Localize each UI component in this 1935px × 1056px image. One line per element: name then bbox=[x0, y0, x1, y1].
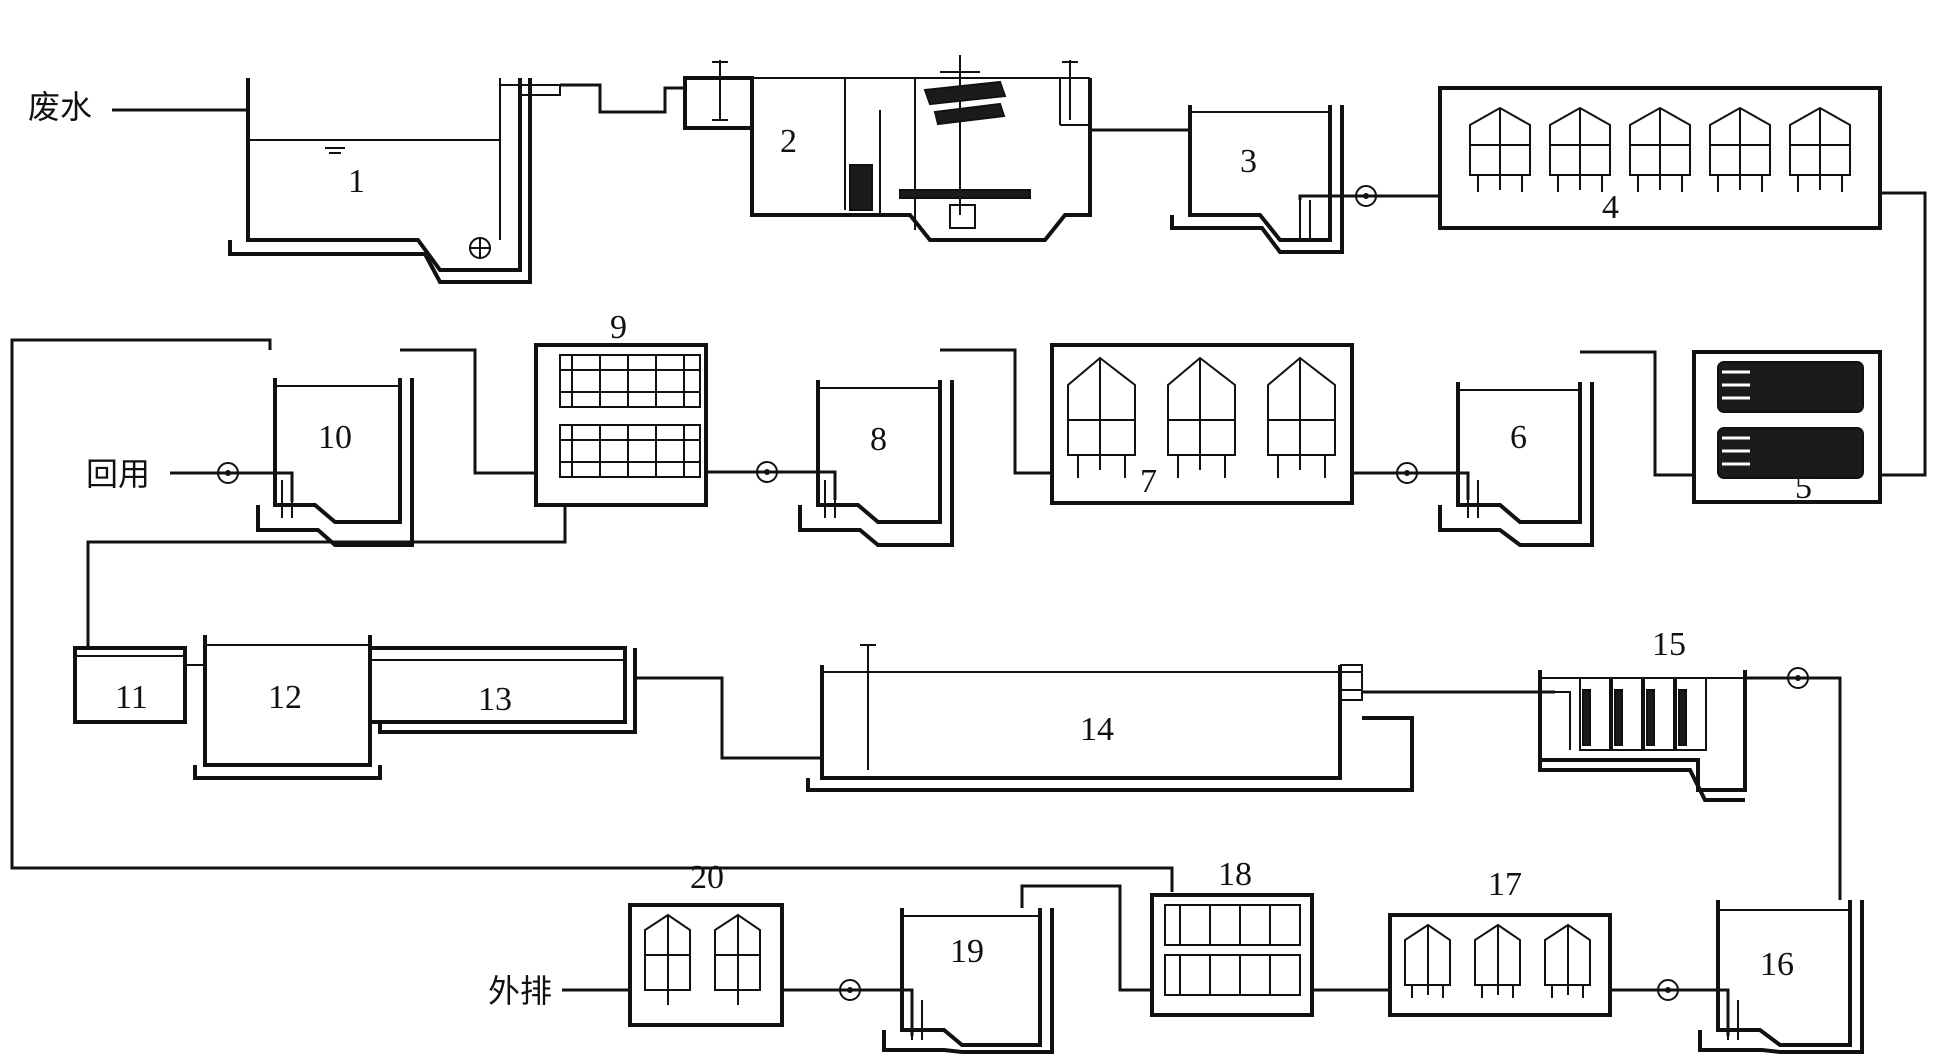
pipe-6-7 bbox=[1352, 471, 1470, 500]
unit-2-clarifier bbox=[683, 55, 1092, 242]
unit-label: 2 bbox=[780, 123, 797, 160]
unit-20-filters bbox=[628, 903, 784, 1027]
pipe-4-5 bbox=[1880, 191, 1927, 477]
pump-icon bbox=[1787, 667, 1809, 689]
units-11-12-13 bbox=[73, 635, 637, 780]
unit-label: 13 bbox=[478, 681, 512, 718]
unit-16-tank bbox=[1698, 900, 1864, 1054]
unit-5-membrane bbox=[1692, 350, 1882, 504]
unit-18-ro bbox=[1150, 893, 1314, 1017]
pump-icon bbox=[839, 979, 861, 1001]
pipe-9-11 bbox=[86, 505, 567, 648]
pump-icon bbox=[756, 461, 778, 483]
pipe-3-4 bbox=[1298, 194, 1440, 200]
unit-label: 11 bbox=[115, 679, 148, 716]
unit-label: 19 bbox=[950, 933, 984, 970]
pipe-16-17 bbox=[1610, 988, 1730, 1036]
pipe-5-6 bbox=[1580, 350, 1694, 477]
pump-icon bbox=[1657, 979, 1679, 1001]
unit-label: 4 bbox=[1602, 189, 1619, 226]
pipe-18-19 bbox=[1020, 884, 1152, 992]
label-inlet: 废水 bbox=[28, 88, 92, 126]
unit-19-tank bbox=[882, 908, 1054, 1054]
unit-label: 3 bbox=[1240, 143, 1257, 180]
unit-1-tank bbox=[228, 78, 561, 284]
unit-14-tank bbox=[806, 644, 1414, 792]
pipe-return-loop bbox=[10, 338, 1174, 892]
unit-15-bioreactor bbox=[1538, 670, 1747, 802]
unit-label: 18 bbox=[1218, 856, 1252, 893]
unit-label: 10 bbox=[318, 419, 352, 456]
unit-7-filters bbox=[1050, 343, 1354, 505]
pipe-1-2 bbox=[560, 83, 685, 114]
label-reuse: 回用 bbox=[86, 455, 150, 493]
pump-icon bbox=[1355, 185, 1377, 207]
unit-label: 5 bbox=[1795, 469, 1812, 506]
unit-6-tank bbox=[1438, 382, 1594, 547]
unit-17-filters bbox=[1388, 913, 1612, 1017]
pump-icon bbox=[1396, 462, 1418, 484]
unit-label: 15 bbox=[1652, 626, 1686, 663]
pipe-9-10 bbox=[400, 348, 536, 475]
pipe-7-8 bbox=[940, 348, 1052, 475]
unit-label: 20 bbox=[690, 859, 724, 896]
pumps bbox=[217, 185, 1809, 1001]
pump-icon bbox=[217, 462, 239, 484]
label-discharge: 外排 bbox=[488, 972, 552, 1010]
unit-label: 14 bbox=[1080, 711, 1114, 748]
unit-label: 9 bbox=[610, 309, 627, 346]
unit-label: 8 bbox=[870, 421, 887, 458]
pipe-8-9 bbox=[706, 470, 837, 500]
unit-label: 1 bbox=[348, 163, 365, 200]
unit-label: 7 bbox=[1140, 463, 1157, 500]
unit-9-ro bbox=[534, 343, 708, 507]
unit-8-tank bbox=[798, 380, 954, 547]
unit-3-tank bbox=[1170, 105, 1344, 254]
pipe-19-20 bbox=[782, 988, 914, 1036]
pipe-13-14 bbox=[635, 676, 822, 760]
unit-label: 16 bbox=[1760, 946, 1794, 983]
unit-10-tank bbox=[256, 378, 414, 547]
unit-4-filter-bank bbox=[1438, 86, 1882, 230]
unit-label: 6 bbox=[1510, 419, 1527, 456]
unit-label: 12 bbox=[268, 679, 302, 716]
pipe-15-16 bbox=[1745, 676, 1842, 900]
unit-label: 17 bbox=[1488, 866, 1522, 903]
